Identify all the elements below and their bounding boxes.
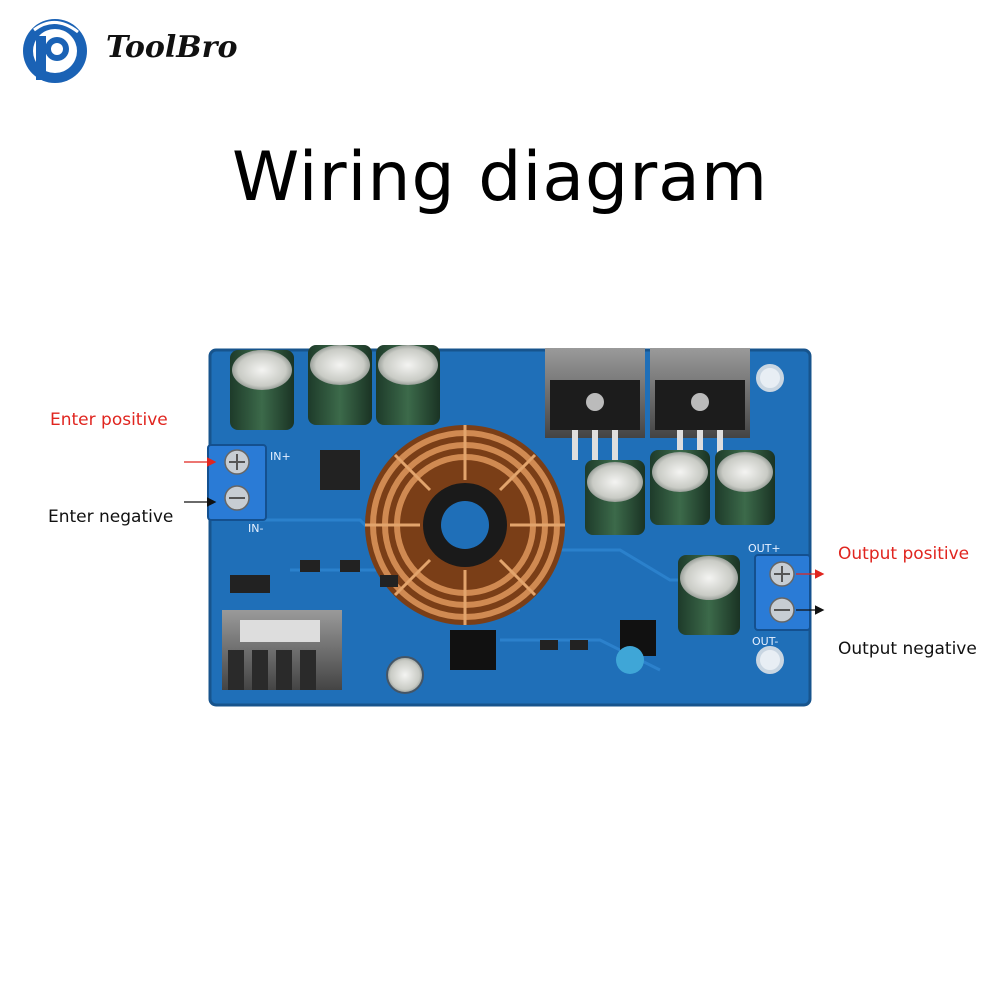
silk-in-plus: IN+ [270, 450, 291, 463]
toolbro-logo-icon [23, 19, 87, 83]
silk-out-plus: OUT+ [748, 542, 781, 555]
output-positive-label: Output positive [838, 544, 970, 564]
dc-converter-board-image: IN+ IN- OUT+ OUT- [207, 345, 812, 707]
enter-positive-label: Enter positive [50, 410, 168, 430]
brand-name: ToolBro [106, 30, 238, 65]
input-terminal-block [207, 444, 267, 521]
silk-in-minus: IN- [248, 522, 263, 535]
enter-negative-label: Enter negative [48, 507, 174, 527]
brand-logo: ToolBro [20, 16, 260, 86]
output-negative-label: Output negative [838, 639, 977, 659]
page-title: Wiring diagram [231, 138, 769, 217]
silk-out-minus: OUT- [752, 635, 778, 648]
output-terminal-block [754, 554, 811, 631]
toroid-inductor-icon [365, 425, 565, 625]
